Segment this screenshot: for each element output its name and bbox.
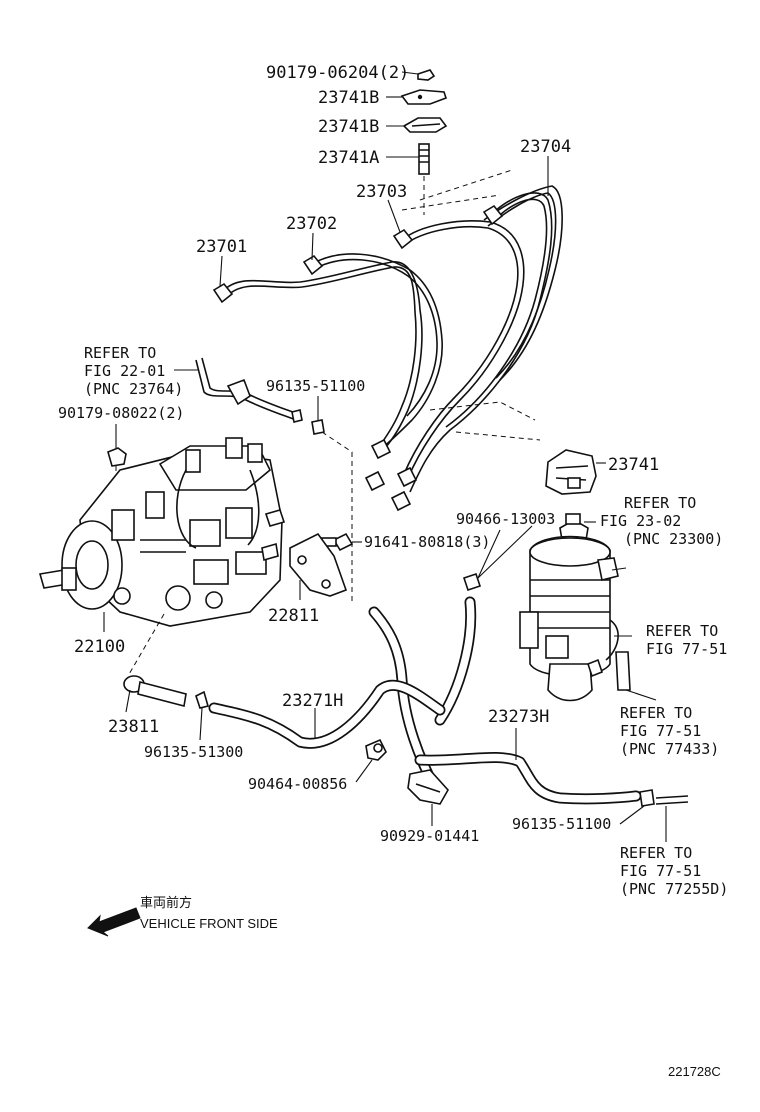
clamp-23741b-upper <box>400 89 448 105</box>
label-90464-00856: 90464-00856 <box>248 775 347 793</box>
bracket-22811 <box>289 532 348 597</box>
label-ref-77-51b-line1: REFER TO <box>620 704 692 722</box>
label-23741a: 23741A <box>318 148 379 168</box>
clamp-90929-01441 <box>407 769 449 805</box>
clamp-90464-00856 <box>365 738 387 761</box>
label-ref-22-01-line1: REFER TO <box>84 344 156 362</box>
clip-96135-51100-upper <box>311 419 325 435</box>
overflow-pipe <box>195 357 303 423</box>
hose-23271h <box>208 679 446 749</box>
label-23811: 23811 <box>108 717 159 737</box>
clamp-90466-13003 <box>462 572 482 592</box>
fuel-filter <box>519 513 619 702</box>
bolt-91641-80818 <box>321 532 354 552</box>
fitting-23704 <box>482 204 504 226</box>
label-23273h: 23273H <box>488 707 549 727</box>
nut-90179-08022 <box>107 447 127 467</box>
label-23741b-upper: 23741B <box>318 88 379 108</box>
label-ref-77-51a-line2: FIG 77-51 <box>646 640 727 658</box>
label-90466-13003: 90466-13003 <box>456 510 555 528</box>
label-ref-23-02-line2: FIG 23-02 <box>600 512 681 530</box>
label-96135-51100-upper: 96135-51100 <box>266 377 365 395</box>
label-96135-51100-lower: 96135-51100 <box>512 815 611 833</box>
nut-90179-06204 <box>417 69 436 81</box>
fitting-23702 <box>302 254 324 276</box>
label-23702: 23702 <box>286 214 337 234</box>
clip-96135-51100-lower <box>639 789 655 807</box>
label-22811: 22811 <box>268 606 319 626</box>
label-23271h: 23271H <box>282 691 343 711</box>
bolt-23741a <box>418 143 430 175</box>
label-ref-77-51b-line2: FIG 77-51 <box>620 722 701 740</box>
label-ref-77-51c-line2: FIG 77-51 <box>620 862 701 880</box>
label-ref-22-01-line3: (PNC 23764) <box>84 380 183 398</box>
label-ref-77-51c-line3: (PNC 77255D) <box>620 880 728 898</box>
label-ref-77-51c-line1: REFER TO <box>620 844 692 862</box>
clamp-23741b-lower <box>402 117 448 133</box>
label-ref-23-02-line3: (PNC 23300) <box>624 530 723 548</box>
label-ref-77-51b-line3: (PNC 77433) <box>620 740 719 758</box>
label-96135-51300: 96135-51300 <box>144 743 243 761</box>
hose-23273h <box>414 751 642 805</box>
label-23701: 23701 <box>196 237 247 257</box>
label-ref-22-01-line2: FIG 22-01 <box>84 362 165 380</box>
label-ref-23-02-line1: REFER TO <box>624 494 696 512</box>
pipe-refer-77-51c <box>655 795 689 805</box>
fitting-23701 <box>212 282 234 304</box>
label-90929-01441: 90929-01441 <box>380 827 479 845</box>
injection-pump-22100 <box>38 437 286 627</box>
hose-refer-77-51b <box>615 651 631 691</box>
bracket-23741 <box>545 449 597 495</box>
label-direction-jp: 車両前方 <box>140 895 192 910</box>
union-23811 <box>123 675 187 707</box>
clip-96135-51300 <box>195 690 209 709</box>
figure-code: 221728C <box>668 1064 721 1079</box>
injection-pipes <box>221 185 563 493</box>
label-22100: 22100 <box>74 637 125 657</box>
label-23741: 23741 <box>608 455 659 475</box>
label-direction-en: VEHICLE FRONT SIDE <box>140 916 278 931</box>
label-ref-77-51a-line1: REFER TO <box>646 622 718 640</box>
label-23741b-lower: 23741B <box>318 117 379 137</box>
vehicle-front-arrow-icon <box>87 907 141 937</box>
label-90179-06204: 90179-06204(2) <box>266 63 409 83</box>
pipe-lower-fittings <box>364 438 418 512</box>
label-23703: 23703 <box>356 182 407 202</box>
label-91641-80818: 91641-80818(3) <box>364 533 490 551</box>
fitting-23703 <box>392 228 414 250</box>
label-90179-08022: 90179-08022(2) <box>58 404 184 422</box>
label-23704: 23704 <box>520 137 571 157</box>
